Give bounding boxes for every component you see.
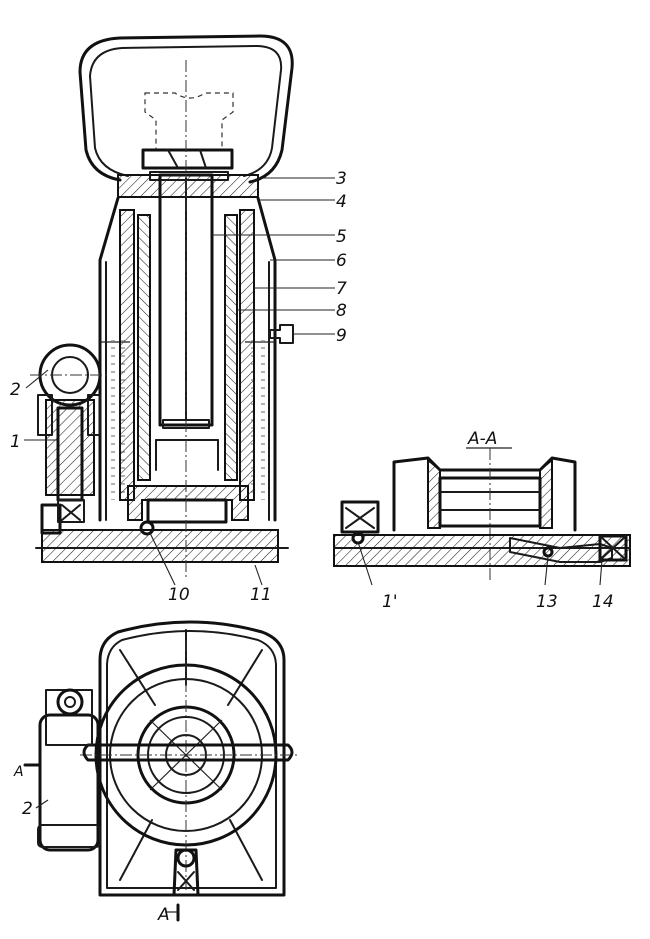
plan-handle-bar <box>82 743 294 762</box>
section-base <box>333 534 631 567</box>
label-5: 5 <box>336 227 347 247</box>
cut-mark-left: A <box>13 764 24 780</box>
carry-handle-inner <box>89 45 283 177</box>
front-section-view <box>30 34 294 580</box>
piston-seal <box>127 485 249 521</box>
section-title: A-A <box>467 429 497 449</box>
check-valve-ball <box>139 520 155 536</box>
plan-view <box>23 620 300 922</box>
plan-base-outline <box>98 620 286 897</box>
label-6: 6 <box>336 251 347 271</box>
cylinder-wall-left <box>119 209 135 501</box>
label-1-prime: 1' <box>382 592 398 612</box>
screw-head-outline <box>144 92 234 151</box>
label-13: 13 <box>536 592 558 612</box>
filler-plug <box>269 324 294 344</box>
label-8: 8 <box>336 301 347 321</box>
section-leaders <box>357 541 603 586</box>
label-3: 3 <box>336 169 347 189</box>
label-4: 4 <box>336 192 347 212</box>
label-14: 14 <box>592 592 614 612</box>
carry-handle <box>78 34 294 184</box>
head-cap <box>117 174 259 198</box>
label-2: 2 <box>10 380 21 400</box>
base-plate <box>41 529 279 563</box>
pump-cylinder <box>45 399 95 496</box>
sleeve-left <box>137 214 151 481</box>
screw-head <box>141 148 234 170</box>
plan-pump-lever <box>38 713 100 852</box>
sleeve-right <box>224 214 238 481</box>
label-11: 11 <box>250 585 272 605</box>
label-9: 9 <box>336 326 347 346</box>
label-2-plan: 2 <box>22 799 33 819</box>
label-10: 10 <box>168 585 190 605</box>
release-valve <box>509 537 613 563</box>
cylinder-wall-right <box>239 209 255 501</box>
label-1: 1 <box>10 432 21 452</box>
cut-mark-bottom: A <box>157 905 170 925</box>
section-aa-view: A-A <box>333 429 631 580</box>
front-leaders <box>24 177 335 586</box>
label-7: 7 <box>336 279 347 299</box>
